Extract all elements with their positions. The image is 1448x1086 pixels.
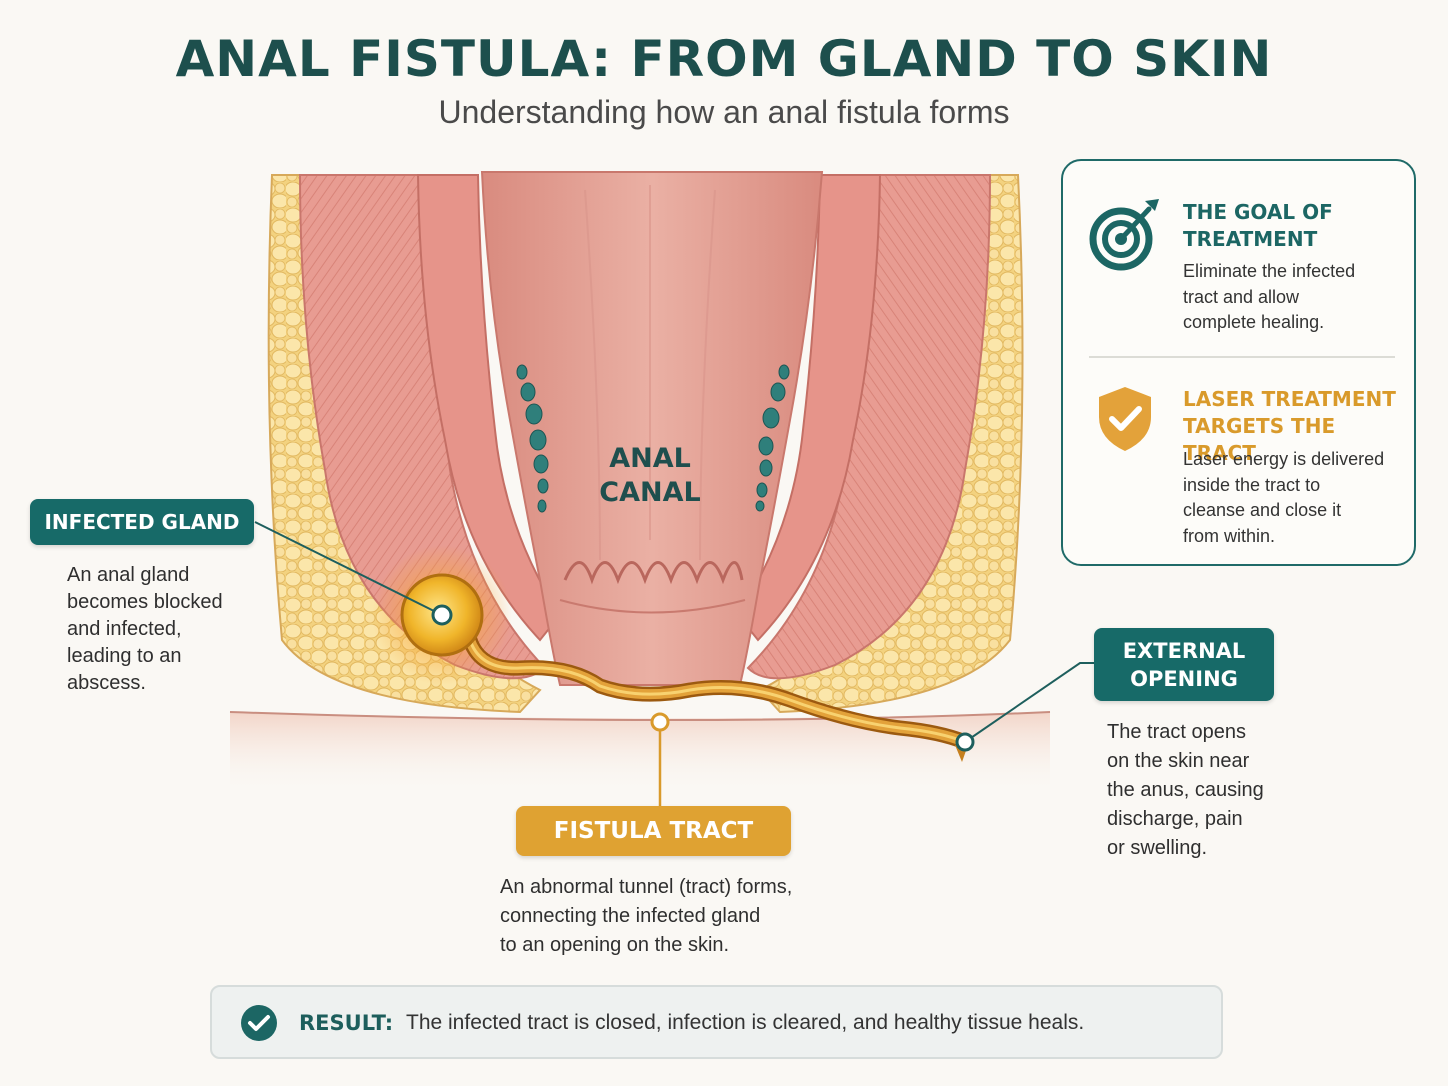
anal-canal-label-line2: CANAL <box>599 477 701 508</box>
anal-canal-label-line1: ANAL <box>609 443 691 474</box>
result-text: The infected tract is closed, infection … <box>406 1011 1085 1034</box>
goal-title-line2: TREATMENT <box>1183 227 1318 251</box>
laser-desc-line: Laser energy is delivered <box>1183 449 1385 469</box>
result-banner: RESULT: The infected tract is closed, in… <box>210 985 1223 1059</box>
goal-title: THE GOAL OF TREATMENT <box>1183 199 1333 253</box>
external-opening-desc-line: on the skin near <box>1107 750 1250 772</box>
goal-title-line1: THE GOAL OF <box>1183 200 1333 224</box>
page-title: ANAL FISTULA: FROM GLAND TO SKIN <box>175 30 1273 88</box>
shield-check-icon <box>1099 387 1151 451</box>
infected-gland-desc-line: abscess. <box>67 672 146 694</box>
infected-gland-desc-line: becomes blocked <box>67 591 223 613</box>
laser-title: LASER TREATMENT TARGETS THE TRACT <box>1183 386 1414 467</box>
target-icon <box>1089 199 1159 271</box>
laser-title-line1: LASER TREATMENT <box>1183 387 1396 411</box>
fistula-tract-desc-line: to an opening on the skin. <box>500 934 730 956</box>
external-opening-description: The tract opens on the skin near the anu… <box>1107 718 1307 863</box>
goal-desc-line: Eliminate the infected <box>1183 261 1356 281</box>
check-circle-icon <box>241 1005 277 1041</box>
laser-desc-line: cleanse and close it <box>1183 500 1342 520</box>
connector-external-opening <box>964 662 1095 743</box>
infected-gland-label: INFECTED GLAND <box>30 499 254 545</box>
infected-gland-desc-line: leading to an <box>67 645 182 667</box>
laser-title-line2: TARGETS THE TRACT <box>1183 414 1336 465</box>
result-label: RESULT: <box>299 1011 394 1035</box>
fistula-tract-desc-line: connecting the infected gland <box>500 905 761 927</box>
vascular-cushions-left <box>516 364 549 513</box>
infected-gland-desc-line: and infected, <box>67 618 182 640</box>
internal-sphincter-right <box>736 174 882 642</box>
laser-description: Laser energy is delivered inside the tra… <box>1183 447 1384 549</box>
internal-sphincter-left <box>416 174 562 642</box>
skin-surface <box>230 712 1050 795</box>
laser-desc-line: from within. <box>1183 525 1276 546</box>
goal-desc-line: tract and allow <box>1183 286 1300 307</box>
page-subtitle: Understanding how an anal fistula forms <box>438 94 1010 130</box>
vascular-cushions-right <box>755 364 790 512</box>
fistula-tract-label: FISTULA TRACT <box>516 806 791 856</box>
laser-desc-line: inside the tract to <box>1183 474 1321 495</box>
external-opening-desc-line: discharge, pain <box>1107 808 1243 830</box>
external-opening-label-line2: OPENING <box>1130 667 1238 691</box>
infected-gland-description: An anal gland becomes blocked and infect… <box>67 562 257 697</box>
goal-desc-line: complete healing. <box>1183 312 1325 332</box>
fistula-tract-description: An abnormal tunnel (tract) forms, connec… <box>500 873 860 960</box>
goal-description: Eliminate the infected tract and allow c… <box>1183 259 1355 336</box>
anal-canal-label: ANAL CANAL <box>560 442 740 510</box>
external-opening-label-line1: EXTERNAL <box>1122 639 1246 663</box>
infected-gland-desc-line: An anal gland <box>67 564 190 586</box>
external-opening-desc-line: or swelling. <box>1107 837 1208 859</box>
card-divider <box>1089 356 1395 358</box>
connector-infected-gland <box>254 521 443 616</box>
external-opening-desc-line: The tract opens <box>1107 721 1246 743</box>
external-opening-desc-line: the anus, causing <box>1107 779 1264 801</box>
treatment-info-card: THE GOAL OF TREATMENT Eliminate the infe… <box>1061 159 1416 566</box>
dentate-line <box>563 561 744 585</box>
external-opening-label: EXTERNAL OPENING <box>1094 628 1274 701</box>
fistula-tract-desc-line: An abnormal tunnel (tract) forms, <box>500 876 793 898</box>
